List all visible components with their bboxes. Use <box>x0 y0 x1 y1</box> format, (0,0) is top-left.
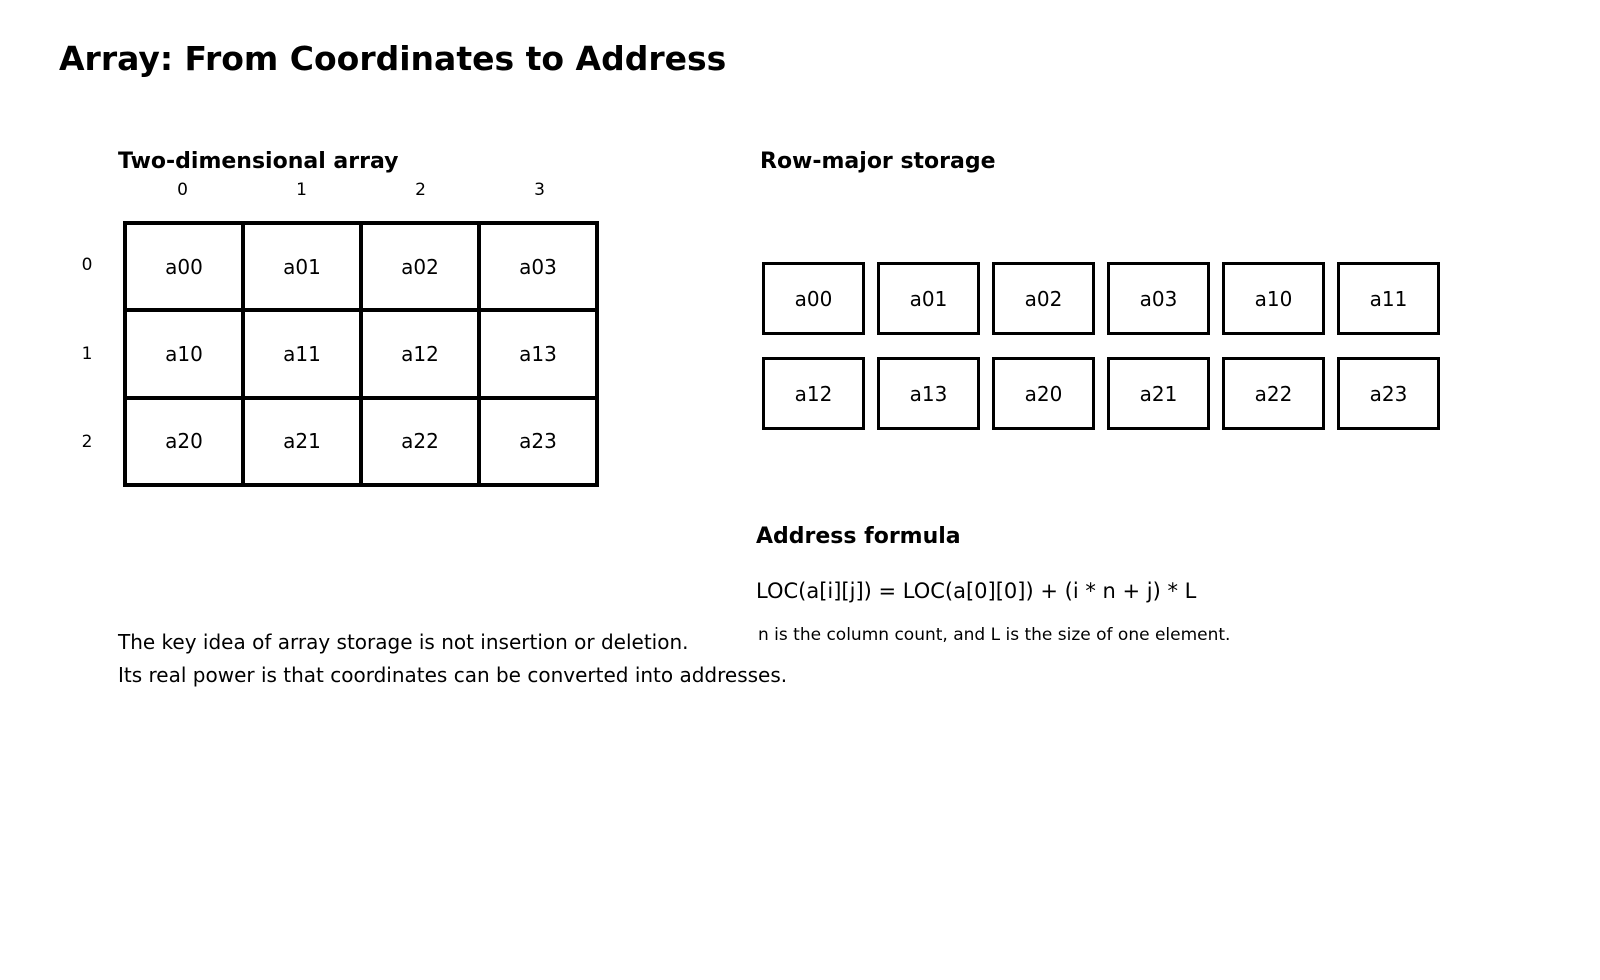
storage-box-a11: a11 <box>1337 262 1440 335</box>
column-label-1: 1 <box>296 180 307 200</box>
storage-box-a20: a20 <box>992 357 1095 430</box>
storage-box-a21: a21 <box>1107 357 1210 430</box>
page-title: Array: From Coordinates to Address <box>59 39 727 78</box>
grid-cell-a22: a22 <box>363 399 477 483</box>
grid-cell-a12: a12 <box>363 312 477 396</box>
two-dimensional-array-grid: a00 a01 a02 a03 a10 a11 a12 a13 a20 a21 … <box>123 221 599 487</box>
grid-cell-a03: a03 <box>481 225 595 309</box>
grid-cell-a23: a23 <box>481 399 595 483</box>
grid-cell-a13: a13 <box>481 312 595 396</box>
storage-box-a10: a10 <box>1222 262 1325 335</box>
storage-row-0: a00 a01 a02 a03 a10 a11 <box>762 262 1440 335</box>
storage-box-a00: a00 <box>762 262 865 335</box>
storage-box-a22: a22 <box>1222 357 1325 430</box>
storage-box-a23: a23 <box>1337 357 1440 430</box>
footer-text-line-2: Its real power is that coordinates can b… <box>118 663 788 687</box>
column-labels: 0 1 2 3 <box>123 182 599 199</box>
grid-cell-a01: a01 <box>245 225 359 309</box>
column-label-0: 0 <box>177 180 188 200</box>
address-formula-text: LOC(a[i][j]) = LOC(a[0][0]) + (i * n + j… <box>756 579 1197 603</box>
storage-box-a03: a03 <box>1107 262 1210 335</box>
grid-cell-a11: a11 <box>245 312 359 396</box>
storage-row-1: a12 a13 a20 a21 a22 a23 <box>762 357 1440 430</box>
grid-cell-a00: a00 <box>127 225 241 309</box>
row-label-2: 2 <box>81 432 93 453</box>
footer-text-line-1: The key idea of array storage is not ins… <box>118 630 689 654</box>
grid-cell-a20: a20 <box>127 399 241 483</box>
row-labels: 0 1 2 <box>72 221 102 487</box>
row-major-storage-heading: Row-major storage <box>760 149 996 174</box>
grid-cell-a21: a21 <box>245 399 359 483</box>
row-label-0: 0 <box>81 254 93 275</box>
grid-cell-a10: a10 <box>127 312 241 396</box>
two-dimensional-array-heading: Two-dimensional array <box>118 149 399 174</box>
column-label-3: 3 <box>534 180 545 200</box>
storage-box-a02: a02 <box>992 262 1095 335</box>
address-formula-note: n is the column count, and L is the size… <box>758 625 1231 645</box>
row-label-1: 1 <box>81 343 93 364</box>
storage-box-a13: a13 <box>877 357 980 430</box>
grid-cell-a02: a02 <box>363 225 477 309</box>
column-label-2: 2 <box>415 180 426 200</box>
storage-box-a01: a01 <box>877 262 980 335</box>
storage-box-a12: a12 <box>762 357 865 430</box>
address-formula-heading: Address formula <box>756 524 961 549</box>
